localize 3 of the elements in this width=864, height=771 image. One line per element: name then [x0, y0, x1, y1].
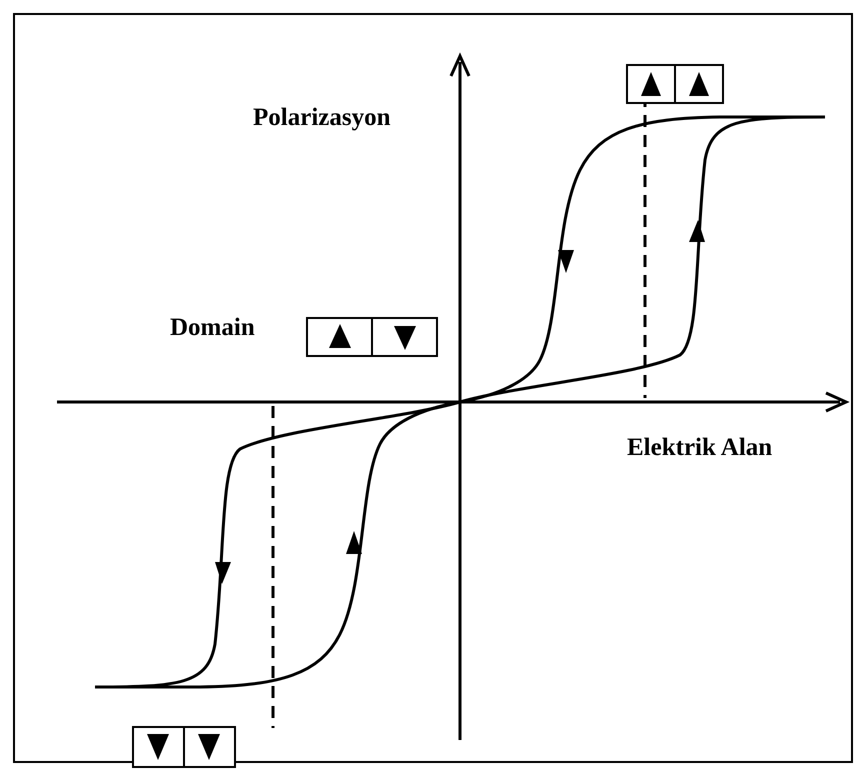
domain-label: Domain	[170, 314, 255, 342]
axis-label: Elektrik Alan	[627, 434, 772, 462]
axis-label: Polarizasyon	[253, 104, 390, 132]
